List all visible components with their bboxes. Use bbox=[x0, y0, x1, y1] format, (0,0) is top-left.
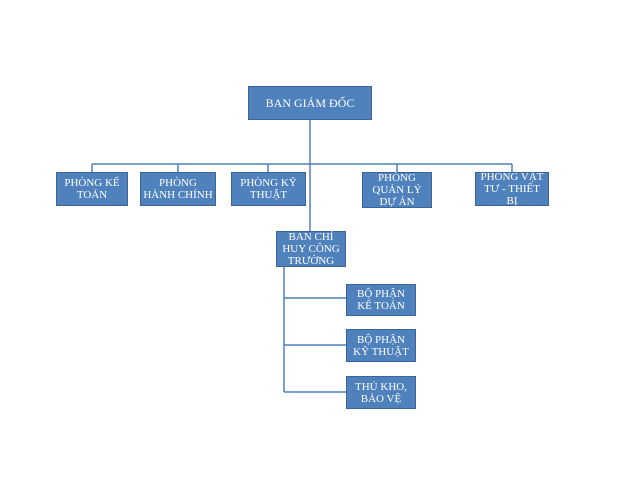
board-of-directors-box: BAN GIÁM ĐỐC bbox=[248, 86, 372, 120]
dept-administration-box: PHÒNG HÀNH CHÍNH bbox=[140, 172, 216, 206]
site-command-box: BAN CHỈ HUY CÔNG TRƯỜNG bbox=[276, 231, 346, 267]
storekeeper-security-box: THỦ KHO, BẢO VỆ bbox=[346, 376, 416, 409]
site-accounting-box: BỘ PHẬN KẾ TOÁN bbox=[346, 284, 416, 316]
dept-engineering-box: PHÒNG KỸ THUẬT bbox=[231, 172, 306, 206]
dept-materials-equipment-box: PHÒNG VẬT TƯ - THIẾT BỊ bbox=[475, 171, 549, 207]
dept-accounting-box: PHÒNG KẾ TOÁN bbox=[56, 172, 128, 206]
dept-project-management-box: PHÒNG QUẢN LÝ DỰ ÁN bbox=[362, 172, 432, 208]
site-engineering-box: BỘ PHẬN KỸ THUẬT bbox=[346, 329, 416, 362]
